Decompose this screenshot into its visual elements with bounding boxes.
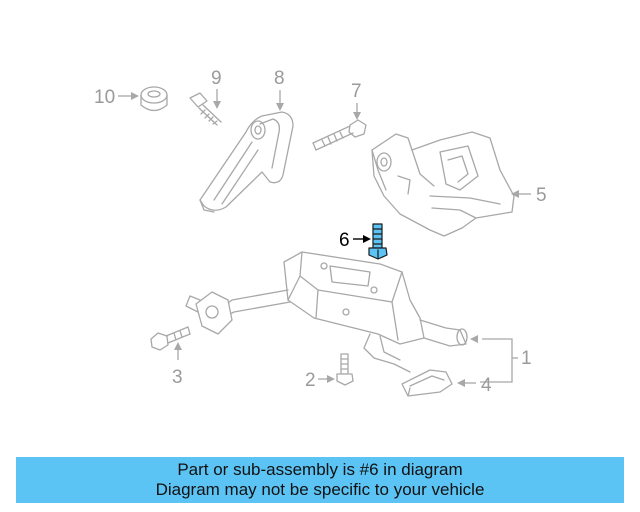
callout-2: 2 bbox=[305, 370, 335, 391]
callout-8-label: 8 bbox=[274, 68, 285, 89]
callout-6-label: 6 bbox=[339, 230, 350, 251]
callout-9: 9 bbox=[211, 68, 222, 109]
banner-line-1: Part or sub-assembly is #6 in diagram bbox=[177, 460, 463, 479]
callout-1: 1 bbox=[470, 335, 532, 383]
part-2-bolt bbox=[336, 353, 354, 386]
part-10-bushing bbox=[140, 86, 168, 112]
parts-diagram: 10 9 8 bbox=[94, 68, 547, 397]
callout-3-label: 3 bbox=[172, 367, 183, 388]
banner-line-2: Diagram may not be specific to your vehi… bbox=[155, 480, 485, 499]
part-8-bracket bbox=[199, 111, 294, 213]
callout-8: 8 bbox=[274, 68, 285, 111]
info-banner: Part or sub-assembly is #6 in diagram Di… bbox=[16, 457, 624, 503]
callout-1-label: 1 bbox=[521, 348, 532, 369]
callout-10: 10 bbox=[94, 87, 139, 108]
part-9-bolt bbox=[189, 92, 222, 126]
callout-10-label: 10 bbox=[94, 87, 115, 108]
callout-3: 3 bbox=[172, 342, 183, 388]
callout-2-label: 2 bbox=[305, 370, 316, 391]
part-5-housing bbox=[371, 131, 515, 237]
callout-9-label: 9 bbox=[211, 68, 222, 89]
callout-4-label: 4 bbox=[481, 375, 492, 396]
part-4-lever bbox=[401, 369, 453, 397]
part-7-bolt bbox=[312, 119, 367, 151]
callout-7-label: 7 bbox=[351, 81, 362, 102]
part-3-bolt bbox=[150, 326, 191, 351]
callout-4: 4 bbox=[457, 375, 492, 396]
callout-7: 7 bbox=[351, 81, 362, 120]
callout-5-label: 5 bbox=[536, 185, 547, 206]
callout-5: 5 bbox=[511, 185, 547, 206]
callout-6: 6 bbox=[339, 230, 371, 251]
part-1-steering-column bbox=[185, 251, 468, 373]
part-6-bolt bbox=[368, 223, 388, 260]
